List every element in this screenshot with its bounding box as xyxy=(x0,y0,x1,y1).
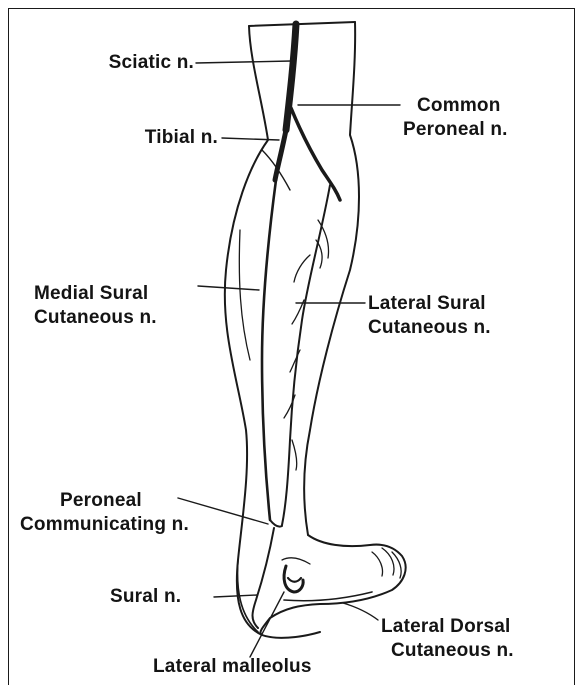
peroneal-communicating-path xyxy=(270,520,282,527)
leader-sural xyxy=(214,595,257,597)
label-sural: Sural n. xyxy=(110,585,181,609)
thigh-top-edge xyxy=(249,22,355,26)
toe-lines xyxy=(372,548,401,578)
lateral-sural-path xyxy=(282,185,330,525)
label-common-peroneal: Common Peroneal n. xyxy=(403,94,508,142)
leader-medial-sural xyxy=(198,286,259,290)
label-sciatic: Sciatic n. xyxy=(62,51,194,75)
label-peroneal-communicating: Peroneal Communicating n. xyxy=(20,489,189,537)
label-tibial: Tibial n. xyxy=(100,126,218,150)
lateral-dorsal-path xyxy=(284,592,372,601)
label-medial-sural: Medial Sural Cutaneous n. xyxy=(34,282,157,330)
leader-sciatic xyxy=(196,61,291,63)
leader-tibial xyxy=(222,138,279,140)
label-lateral-malleolus: Lateral malleolus xyxy=(153,655,312,679)
label-lateral-dorsal: Lateral Dorsal Cutaneous n. xyxy=(381,615,514,663)
sural-nerve-path xyxy=(253,528,275,628)
label-lateral-sural: Lateral Sural Cutaneous n. xyxy=(368,292,491,340)
leg-lateral-outline xyxy=(304,22,359,535)
calf-muscle-line xyxy=(239,230,250,360)
medial-sural-path xyxy=(262,180,276,520)
leader-lateral-dorsal xyxy=(343,603,378,620)
leader-peroneal-communicating xyxy=(178,498,268,524)
common-peroneal-path xyxy=(291,108,340,200)
